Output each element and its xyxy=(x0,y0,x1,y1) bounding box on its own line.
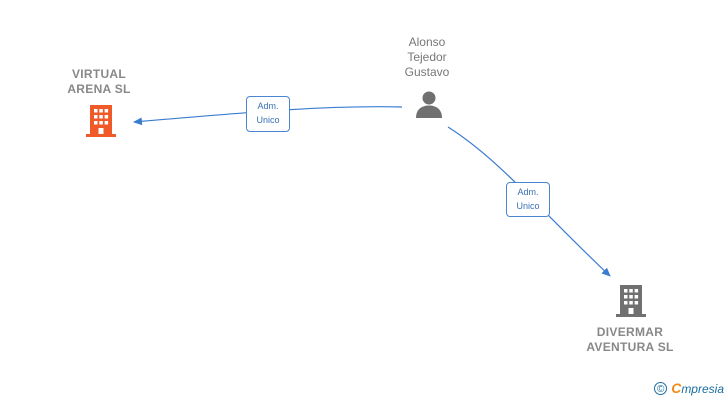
brand-rest: mpresia xyxy=(681,382,724,396)
copyright-icon: © xyxy=(654,381,668,395)
empresia-watermark: © Cmpresia xyxy=(654,380,724,396)
building-icon[interactable] xyxy=(85,104,117,138)
building-icon[interactable] xyxy=(615,284,647,318)
company-label-virtual-arena: VIRTUAL ARENA SL xyxy=(67,67,131,96)
edge-label-adm-unico[interactable]: Adm. Unico xyxy=(506,182,550,217)
person-name-label: Alonso Tejedor Gustavo xyxy=(404,35,450,79)
company-label-divermar: DIVERMAR AVENTURA SL xyxy=(586,325,674,354)
edge-label-adm-unico[interactable]: Adm. Unico xyxy=(246,96,290,132)
brand-name: Cmpresia xyxy=(671,380,724,396)
person-icon[interactable] xyxy=(414,89,444,119)
brand-initial: C xyxy=(671,380,682,396)
